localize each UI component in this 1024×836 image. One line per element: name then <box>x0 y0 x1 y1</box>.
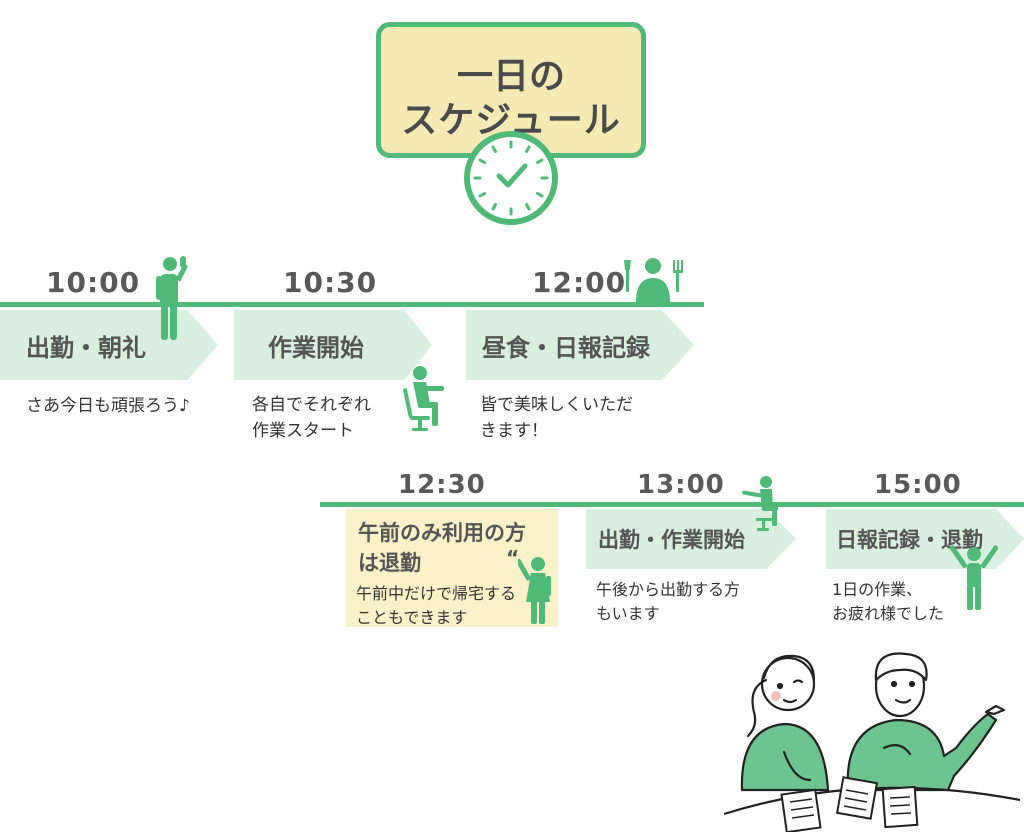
schedule-item-label: 作業開始 <box>268 334 364 362</box>
schedule-item-desc: 午後から出勤する方 もいます <box>596 580 741 623</box>
person-greeting-icon <box>156 256 188 340</box>
schedule-item-desc: 皆で美味しくいただ きます！ <box>480 395 633 441</box>
time-label: 13:00 <box>637 470 725 500</box>
schedule-item-desc: 各自でそれぞれ 作業スタート <box>252 395 371 441</box>
time-label: 10:30 <box>283 266 378 299</box>
schedule-item-desc: 午前中だけで帰宅する こともできます <box>356 584 517 627</box>
meeting-illustration <box>724 652 1020 832</box>
schedule-item-pennant <box>466 310 694 380</box>
schedule-item-label: 出勤・作業開始 <box>598 528 745 552</box>
time-label: 15:00 <box>874 470 962 500</box>
person-cheering-icon <box>950 545 998 610</box>
schedule-item-pennant <box>0 310 218 380</box>
person-waving-icon <box>518 557 551 624</box>
timeline-line-row1 <box>0 302 704 307</box>
time-label: 12:00 <box>532 266 627 299</box>
quote-mark: “ <box>506 546 520 570</box>
clock-icon <box>464 131 558 225</box>
schedule-item-label: 午前のみ利用の方 は退勤 <box>358 521 526 575</box>
title-line-1: 一日の <box>456 56 565 97</box>
person-lunch-icon <box>624 258 683 302</box>
schedule-item-label: 日報記録・退勤 <box>836 528 983 552</box>
schedule-item-label: 出勤・朝礼 <box>26 334 146 362</box>
schedule-item-label: 昼食・日報記録 <box>482 334 650 362</box>
schedule-item-desc: さあ今日も頑張ろう♪ <box>26 396 190 416</box>
timeline-line-row2 <box>320 502 1024 507</box>
time-label: 12:30 <box>398 470 486 500</box>
person-working-icon <box>403 366 444 431</box>
time-label: 10:00 <box>46 266 141 299</box>
schedule-item-desc: 1日の作業、 お疲れ様でした <box>832 580 945 623</box>
person-sitting-icon <box>742 476 778 531</box>
schedule-item-pennant <box>234 310 432 380</box>
